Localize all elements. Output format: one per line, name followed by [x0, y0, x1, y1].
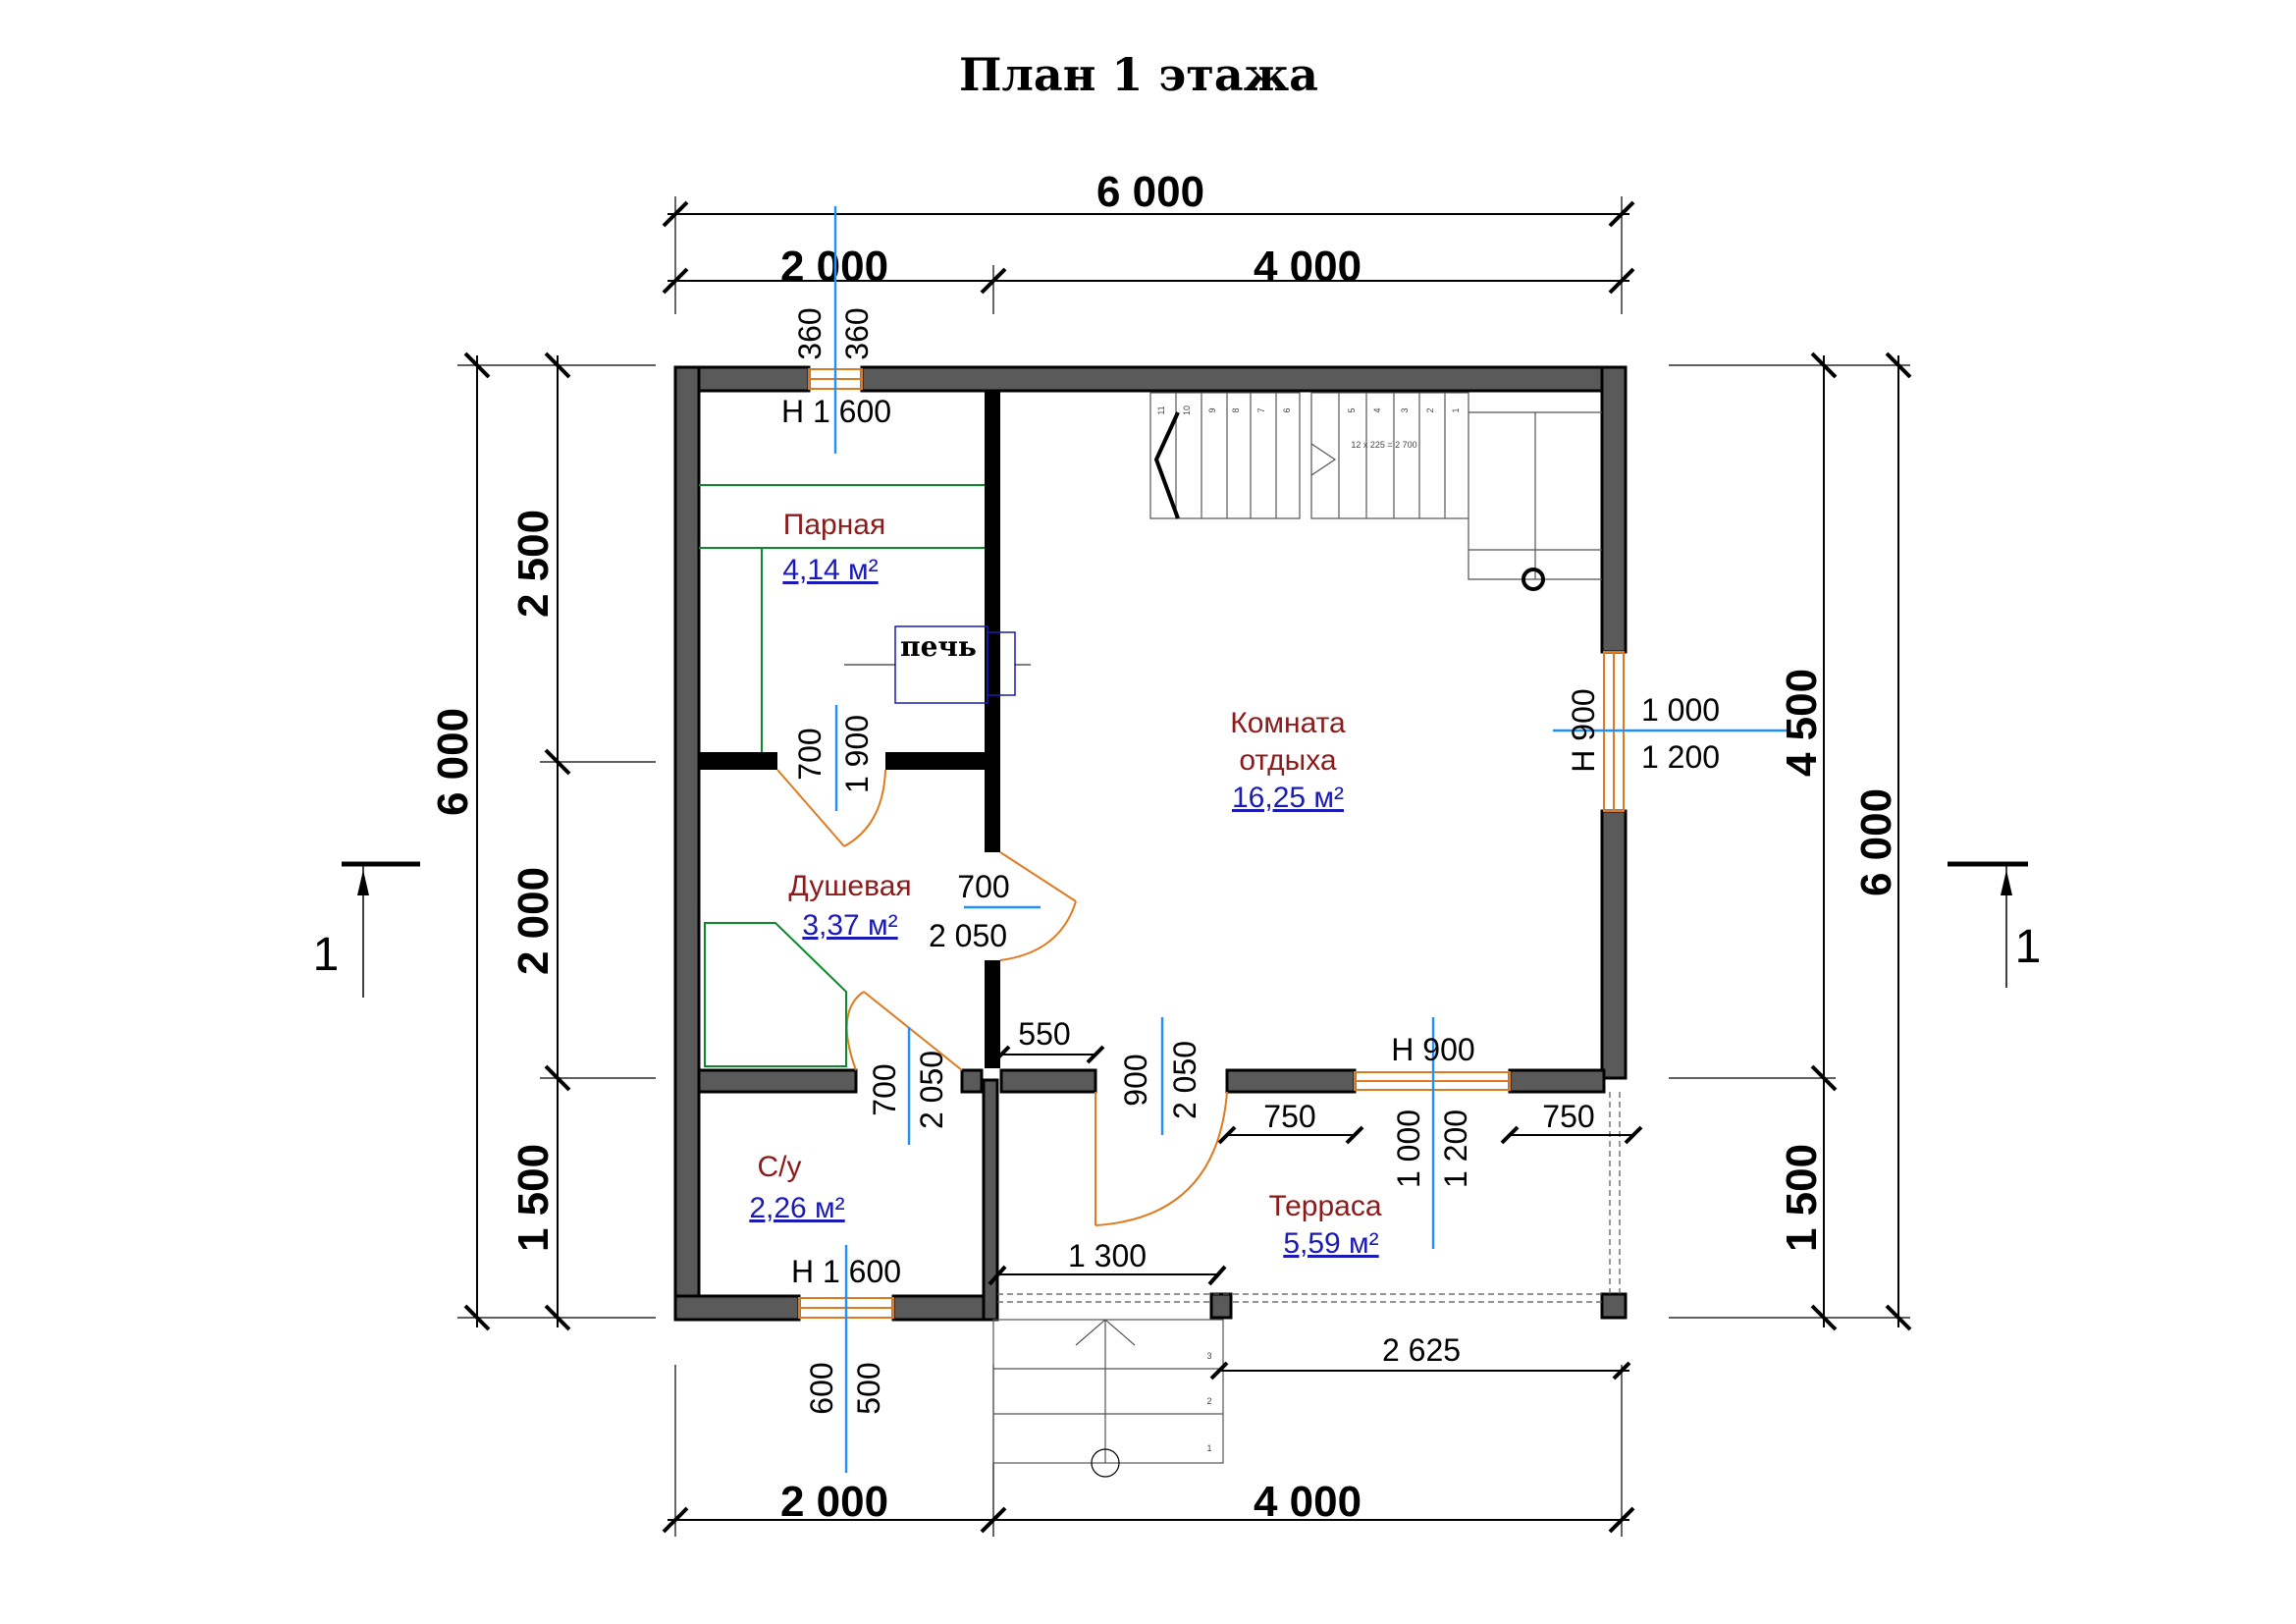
- stair-step-11: 11: [1156, 406, 1166, 414]
- terrace: 3 2 1: [992, 1092, 1621, 1478]
- right-dimension-chain: 4 500 1 500 6 000: [1669, 352, 1912, 1331]
- room-terrace-area: 5,59 м²: [1283, 1227, 1378, 1260]
- win-top-a: 360: [792, 307, 828, 359]
- left-dimension-chain: 6 000 2 500 2 000 1 500: [429, 352, 656, 1331]
- opening-labels: 360 360 Н 1 600 700 1 900 700 2 050 700 …: [781, 307, 1720, 1414]
- door-steam-height: 1 900: [839, 715, 875, 793]
- room-rest-name-1: Комната: [1230, 707, 1346, 739]
- win-right-height-label: Н 900: [1566, 688, 1601, 772]
- stair-calc-label: 12 x 225 = 2 700: [1351, 440, 1416, 450]
- room-wc-area: 2,26 м²: [749, 1192, 844, 1224]
- plan-title: План 1 этажа: [959, 48, 1318, 101]
- dim-right-top: 4 500: [1778, 669, 1826, 777]
- door-shower-height: 2 050: [929, 918, 1007, 953]
- door-main-width: 900: [1118, 1054, 1153, 1106]
- stair-step-7: 7: [1256, 407, 1266, 412]
- dim-terrace-width: 2 625: [1382, 1332, 1461, 1368]
- room-rest-area: 16,25 м²: [1232, 782, 1344, 814]
- porch-step-numbers: 3 2 1: [1206, 1351, 1211, 1453]
- stair-numbers-right: 5 4 3 2 1: [1347, 407, 1461, 412]
- stove-label: печь: [900, 630, 977, 663]
- stair-step-2: 2: [1425, 407, 1435, 412]
- dim-right-bot: 1 500: [1778, 1144, 1826, 1252]
- porch-step-1: 1: [1206, 1443, 1211, 1453]
- win-wc-b: 500: [851, 1362, 886, 1414]
- room-wc-name: С/у: [758, 1151, 802, 1183]
- staircase: 12 x 225 = 2 700 11 10 9 8 7 6 5 4 3 2 1: [1149, 392, 1602, 591]
- section-label-right: 1: [2015, 921, 2042, 973]
- porch-step-3: 3: [1206, 1351, 1211, 1361]
- stair-step-9: 9: [1207, 407, 1217, 412]
- dim-terrace-step: 1 300: [1068, 1238, 1147, 1273]
- door-main-height: 2 050: [1167, 1041, 1202, 1119]
- win-right-ht: 1 200: [1641, 739, 1720, 775]
- dim-right-total: 6 000: [1852, 788, 1900, 896]
- room-labels: Парная 4,14 м² Комната отдыха 16,25 м² Д…: [749, 509, 1382, 1260]
- fixtures: [699, 484, 985, 1067]
- stair-step-10: 10: [1182, 406, 1192, 415]
- win-front-width: 1 000: [1391, 1110, 1426, 1188]
- exterior-walls: [673, 365, 1628, 1322]
- room-steam-area: 4,14 м²: [782, 554, 878, 586]
- stair-step-8: 8: [1231, 407, 1241, 412]
- dim-bottom-right: 4 000: [1254, 1478, 1362, 1526]
- win-front-height-label: Н 900: [1391, 1032, 1474, 1067]
- room-rest-name-2: отдыха: [1239, 744, 1337, 777]
- dim-left-bot: 1 500: [509, 1144, 558, 1252]
- openings: [776, 368, 1625, 1319]
- stair-step-5: 5: [1347, 407, 1357, 412]
- dim-pier-right: 750: [1542, 1099, 1594, 1134]
- dim-left-top: 2 500: [509, 510, 558, 618]
- room-steam-name: Парная: [783, 509, 885, 541]
- stair-step-4: 4: [1372, 407, 1382, 412]
- stair-numbers-left: 11 10 9 8 7 6: [1156, 406, 1292, 415]
- top-dimension-chain: 6 000 2 000 4 000: [662, 168, 1635, 314]
- stair-step-6: 6: [1282, 407, 1292, 412]
- win-right-width: 1 000: [1641, 692, 1720, 728]
- dim-pier-left: 750: [1263, 1099, 1315, 1134]
- dim-left-total: 6 000: [429, 708, 477, 816]
- stove: печь: [844, 625, 1031, 704]
- door-wc-width: 700: [867, 1063, 902, 1115]
- win-top-height: Н 1 600: [781, 394, 891, 429]
- win-front-ht: 1 200: [1438, 1110, 1473, 1188]
- room-terrace-name: Терраса: [1268, 1190, 1381, 1222]
- win-wc-a: 600: [804, 1362, 839, 1414]
- room-shower-name: Душевая: [788, 870, 911, 902]
- win-wc-height-label: Н 1 600: [791, 1254, 901, 1289]
- section-mark-left: 1: [313, 861, 420, 998]
- door-wc-height: 2 050: [914, 1051, 949, 1129]
- terrace-dimensions: 1 300 2 625 750 750 550: [988, 1016, 1643, 1380]
- room-shower-area: 3,37 м²: [802, 909, 897, 942]
- interior-partitions: [699, 391, 1000, 1068]
- stair-step-1: 1: [1451, 407, 1461, 412]
- stair-step-3: 3: [1400, 407, 1410, 412]
- dim-top-right: 4 000: [1254, 243, 1362, 291]
- door-steam-width: 700: [792, 728, 828, 780]
- door-shower-width: 700: [957, 869, 1009, 904]
- section-label-left: 1: [313, 929, 340, 981]
- win-top-b: 360: [839, 307, 875, 359]
- section-mark-right: 1: [1948, 861, 2042, 988]
- bottom-dimension-chain: 2 000 4 000: [662, 1365, 1635, 1537]
- porch-step-2: 2: [1206, 1396, 1211, 1406]
- dim-left-mid: 2 000: [509, 867, 558, 975]
- dim-wall-piece: 550: [1018, 1016, 1070, 1052]
- dim-top-total: 6 000: [1096, 168, 1204, 216]
- opening-markers: [833, 206, 1787, 1473]
- dim-bottom-left: 2 000: [780, 1478, 888, 1526]
